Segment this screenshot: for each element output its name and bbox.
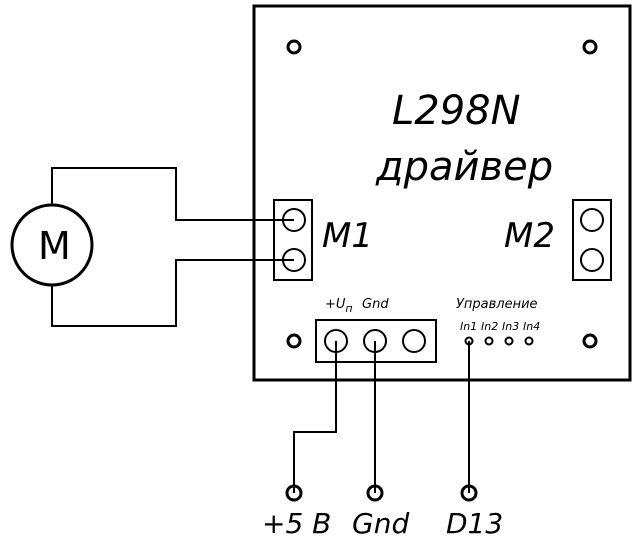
- m2-pin-2: [580, 248, 604, 272]
- control-title: Управление: [456, 297, 538, 312]
- motor-label: M: [38, 224, 71, 268]
- l298n-board: [252, 4, 632, 382]
- motor-wire-bottom: [51, 259, 294, 327]
- in2-pin: [484, 336, 494, 346]
- mounting-hole: [286, 333, 302, 349]
- control-pin-label: In4: [523, 320, 540, 333]
- vp-label: +Uп: [325, 297, 353, 315]
- terminal-gnd-label: Gnd: [352, 507, 409, 540]
- control-pin-label: In2: [481, 320, 498, 333]
- control-pin-label: In1: [460, 320, 477, 333]
- control-pin-label: In3: [502, 320, 519, 333]
- m2-label: M2: [504, 216, 555, 256]
- board-subtitle: драйвер: [375, 144, 553, 190]
- terminal-d13: [460, 484, 478, 502]
- m1-label: M1: [322, 216, 373, 256]
- m1-terminal-block: [273, 199, 313, 281]
- m2-terminal-block: [572, 199, 612, 281]
- in3-pin: [504, 336, 514, 346]
- control-pin-labels: In1 In2 In3 In4: [460, 320, 540, 333]
- terminal-plus5-label: +5 В: [262, 507, 331, 540]
- terminal-plus5: [285, 484, 303, 502]
- vp-label-sub: п: [345, 302, 352, 315]
- mounting-hole: [582, 39, 598, 55]
- mounting-holes: [286, 39, 598, 349]
- control-pins: [464, 336, 534, 346]
- m2-pin-1: [580, 208, 604, 232]
- vp-label-main: +U: [325, 297, 346, 312]
- terminal-gnd: [366, 484, 384, 502]
- mounting-hole: [582, 333, 598, 349]
- aux-pin: [402, 329, 426, 353]
- board-title: L298N: [392, 88, 521, 134]
- motor-wire-top: [51, 167, 294, 221]
- terminal-d13-label: D13: [446, 507, 503, 540]
- gnd-header-label: Gnd: [362, 297, 389, 312]
- mounting-hole: [286, 39, 302, 55]
- in4-pin: [524, 336, 534, 346]
- wire-plus5: [293, 341, 337, 493]
